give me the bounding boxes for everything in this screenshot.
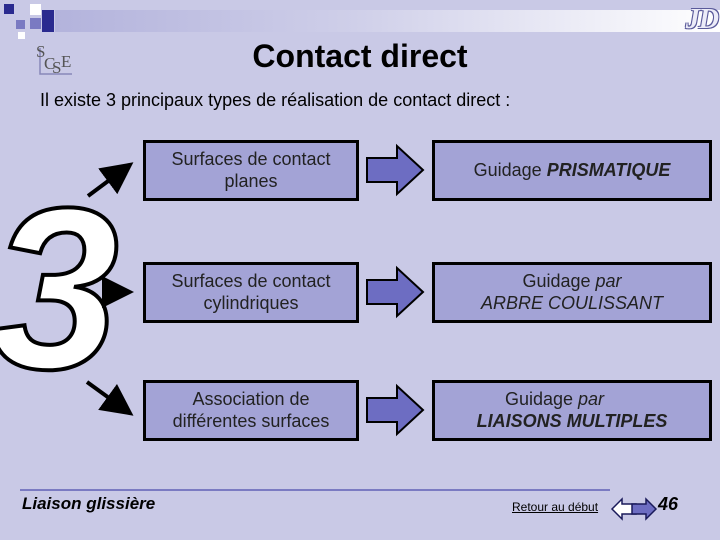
surface-box-planes: Surfaces de contact planes: [143, 140, 359, 201]
logo-letter: C: [44, 54, 56, 73]
logo-letter: S: [52, 58, 62, 77]
guidage-box-arbre-coulissant: Guidage par ARBRE COULISSANT: [432, 262, 712, 323]
diagonal-arrow-icon: [85, 380, 134, 416]
deco-square: [30, 4, 41, 15]
top-gradient-band: [55, 10, 720, 32]
guidage-prefix: Guidage: [473, 159, 547, 180]
guidage-type: LIAISONS MULTIPLES: [476, 410, 668, 431]
brand-watermark: JD: [685, 4, 719, 35]
back-to-start-link[interactable]: Retour au début: [512, 500, 599, 514]
big-number-three: 3: [0, 160, 119, 417]
surface-label: Surfaces de contact cylindriques: [171, 270, 331, 313]
page-title: Contact direct: [252, 38, 468, 74]
guidage-box-prismatique: Guidage PRISMATIQUE: [432, 140, 712, 201]
logo-frame: [39, 48, 72, 75]
guidage-prefix: Guidage: [522, 270, 596, 291]
logo-letter: E: [61, 52, 72, 71]
guidage-par: par: [595, 270, 622, 291]
deco-square: [16, 20, 25, 29]
block-arrow-icon: [366, 383, 425, 437]
surface-box-cylindriques: Surfaces de contact cylindriques: [143, 262, 359, 323]
logo-letter: S: [36, 42, 46, 61]
next-slide-button[interactable]: [630, 497, 658, 521]
diagonal-arrow-icon: [86, 162, 134, 198]
intro-text: Il existe 3 principaux types de réalisat…: [40, 90, 511, 110]
top-decoration: JD: [0, 0, 720, 40]
guidage-type: ARBRE COULISSANT: [480, 292, 664, 313]
guidage-type: PRISMATIQUE: [546, 159, 671, 180]
guidage-prefix: Guidage: [504, 388, 578, 409]
guidage-par: par: [578, 388, 605, 409]
guidage-box-liaisons-multiples: Guidage par LIAISONS MULTIPLES: [432, 380, 712, 441]
deco-square: [4, 4, 14, 14]
deco-square: [42, 10, 54, 32]
deco-square: [30, 18, 41, 29]
surface-label: Surfaces de contact planes: [171, 148, 331, 191]
footer-title: Liaison glissière: [22, 494, 156, 513]
deco-square: [18, 32, 25, 39]
block-arrow-icon: [366, 143, 425, 197]
surface-box-association: Association de différentes surfaces: [143, 380, 359, 441]
arrow-right-nav-icon: [631, 497, 658, 521]
footer-divider: [20, 489, 610, 491]
surface-label: Association de différentes surfaces: [172, 388, 330, 431]
scse-logo: S C S E: [36, 42, 76, 78]
page-number: 46: [658, 494, 679, 514]
block-arrow-icon: [366, 265, 425, 319]
